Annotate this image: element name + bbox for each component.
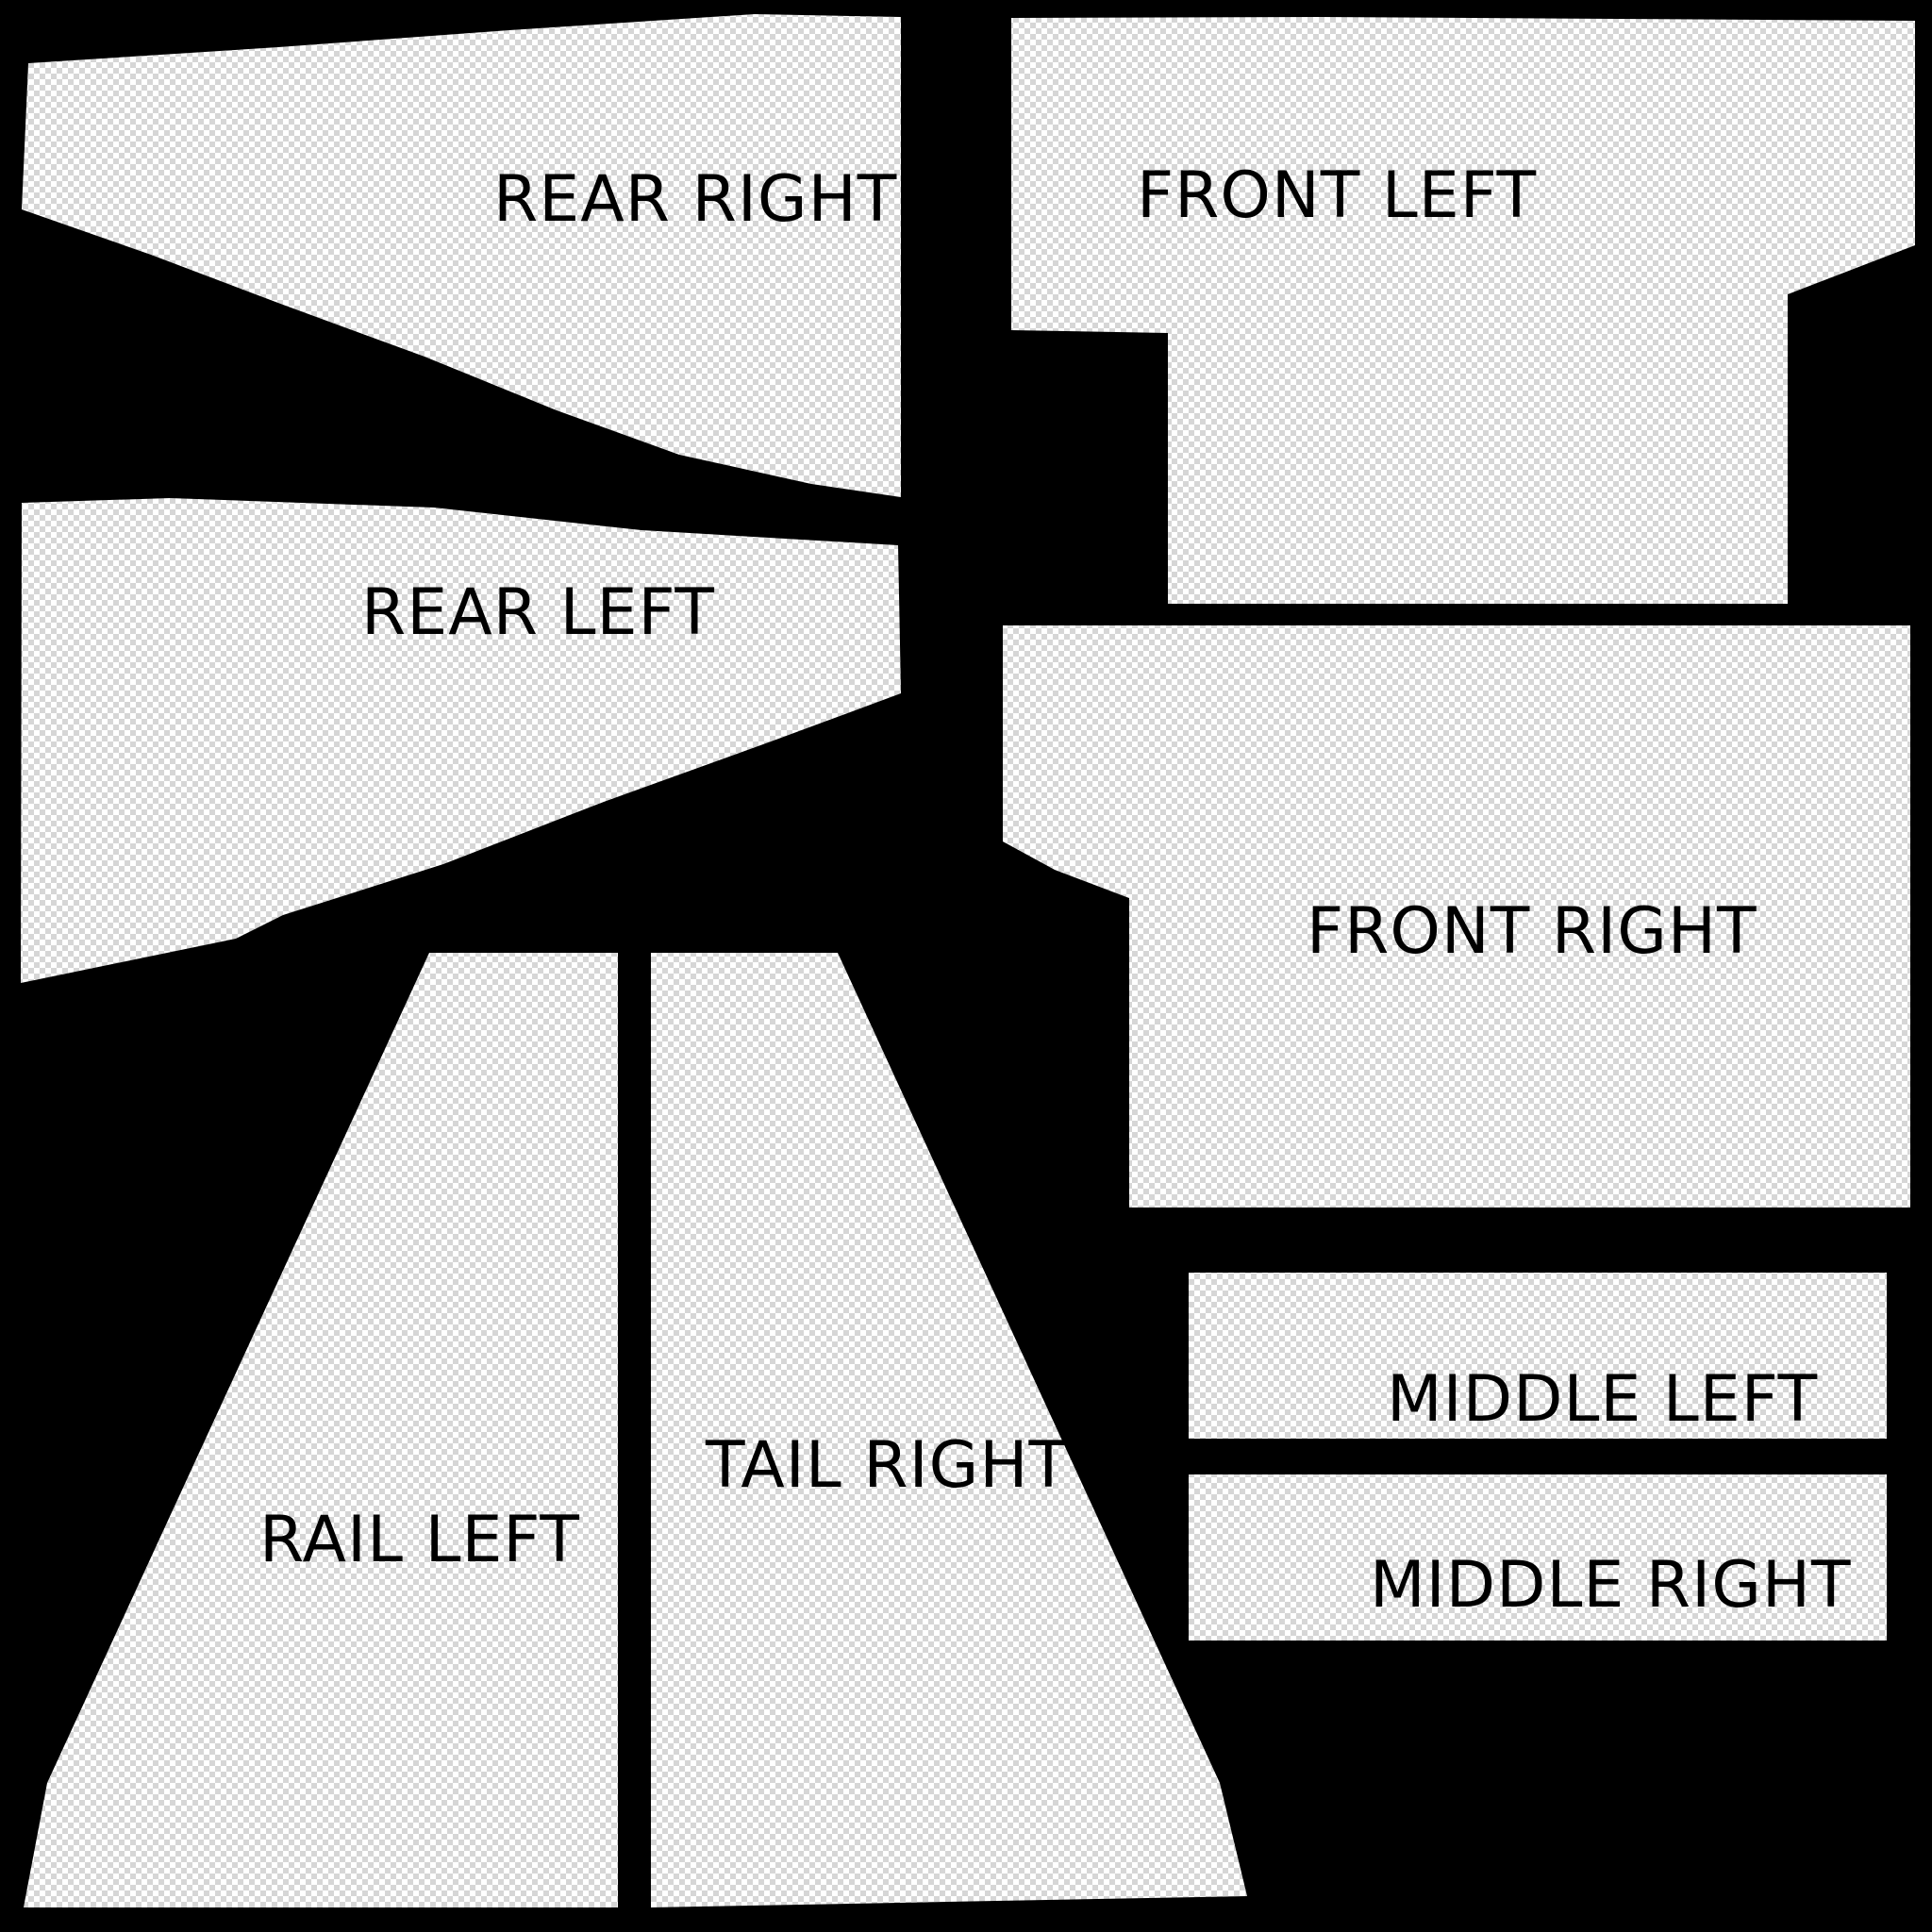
panel-rear-left-label: REAR LEFT	[361, 575, 715, 650]
panel-rear-right-label: REAR RIGHT	[493, 162, 897, 237]
panel-front-right: FRONT RIGHT	[1003, 625, 1910, 1208]
panel-front-left: FRONT LEFT	[1011, 17, 1915, 604]
panel-tail-right-label: TAIL RIGHT	[705, 1428, 1069, 1503]
panel-rear-left-shape	[21, 498, 901, 983]
panel-middle-left-label: MIDDLE LEFT	[1387, 1362, 1818, 1437]
panel-rail-left: RAIL LEFT	[24, 953, 618, 1907]
panel-tail-right: TAIL RIGHT	[651, 953, 1247, 1907]
panel-front-right-label: FRONT RIGHT	[1307, 894, 1757, 969]
panel-rear-right: REAR RIGHT	[22, 14, 901, 497]
panel-rail-left-label: RAIL LEFT	[259, 1503, 580, 1577]
panel-middle-left-shape	[1189, 1273, 1887, 1439]
panel-rear-right-shape	[22, 14, 901, 497]
panel-rail-left-shape	[24, 953, 618, 1907]
panel-front-left-label: FRONT LEFT	[1137, 158, 1537, 233]
panel-middle-left: MIDDLE LEFT	[1189, 1273, 1887, 1439]
panel-rear-left: REAR LEFT	[21, 498, 901, 983]
panel-tail-right-shape	[651, 953, 1247, 1907]
panel-front-left-shape	[1011, 17, 1915, 604]
panel-middle-right-shape	[1189, 1474, 1887, 1641]
panel-middle-right: MIDDLE RIGHT	[1189, 1474, 1887, 1641]
panel-middle-right-label: MIDDLE RIGHT	[1370, 1548, 1852, 1623]
panel-front-right-shape	[1003, 625, 1910, 1208]
